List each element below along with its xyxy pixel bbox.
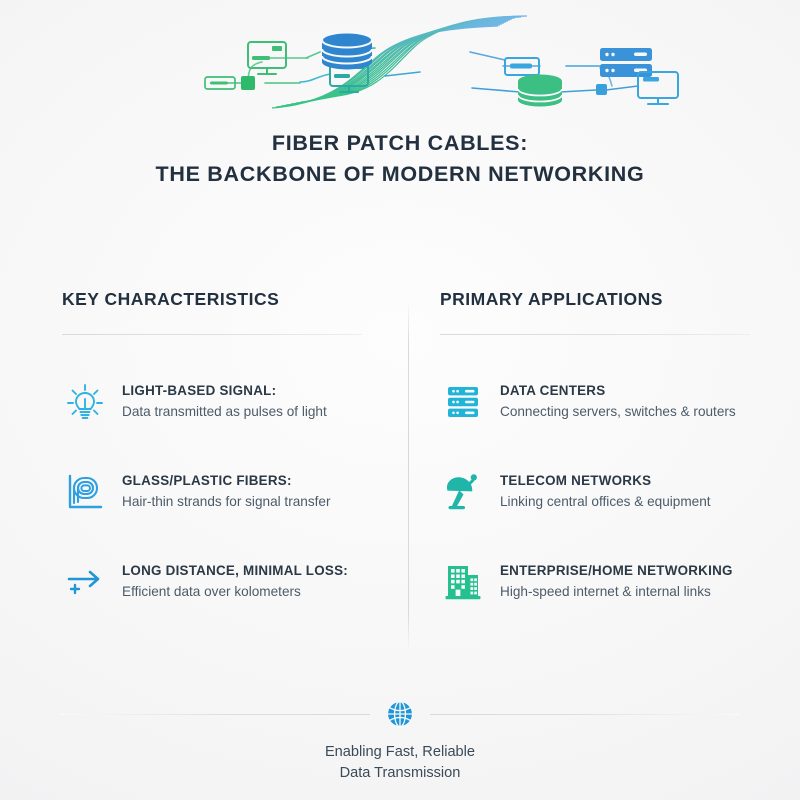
list-item-text: GLASS/PLASTIC FIBERS: Hair-thin strands …	[122, 469, 331, 512]
list-item-desc: Hair-thin strands for signal transfer	[122, 494, 331, 509]
list-item-title: LIGHT-BASED SIGNAL:	[122, 383, 277, 398]
server-rack-icon	[440, 379, 486, 425]
list-item: TELECOM NETWORKS Linking central offices…	[440, 469, 750, 515]
node-square-icon	[241, 76, 255, 90]
list-item-text: DATA CENTERS Connecting servers, switche…	[500, 379, 736, 422]
list-item-title: ENTERPRISE/HOME NETWORKING	[500, 563, 733, 578]
list-item-desc: Data transmitted as pulses of light	[122, 404, 327, 419]
switch-icon	[504, 57, 540, 76]
footer-rule-right	[430, 714, 740, 715]
footer-line-2: Data Transmission	[339, 765, 461, 781]
list-item-desc: Connecting servers, switches & routers	[500, 404, 736, 419]
column-heading: PRIMARY APPLICATIONS	[440, 289, 663, 309]
list-item-text: ENTERPRISE/HOME NETWORKING High-speed in…	[500, 559, 733, 602]
footer-rule-left	[60, 714, 370, 715]
device-bar-icon	[204, 76, 236, 90]
title-line-2: THE BACKBONE OF MODERN NETWORKING	[155, 162, 645, 186]
page-title: FIBER PATCH CABLES: THE BACKBONE OF MODE…	[0, 128, 800, 190]
node-dot-icon	[596, 84, 607, 95]
heading-rule	[440, 334, 750, 335]
globe-icon	[378, 692, 422, 736]
footer-divider	[0, 692, 800, 740]
database-icon	[517, 74, 563, 107]
office-building-icon	[440, 559, 486, 605]
content-columns: KEY CHARACTERISTICS	[0, 288, 800, 658]
list-item-desc: Efficient data over kolometers	[122, 584, 301, 599]
list-item-title: TELECOM NETWORKS	[500, 473, 652, 488]
list-item: DATA CENTERS Connecting servers, switche…	[440, 379, 750, 425]
list-item-title: LONG DISTANCE, MINIMAL LOSS:	[122, 563, 348, 578]
list-item: GLASS/PLASTIC FIBERS: Hair-thin strands …	[62, 469, 362, 515]
list-item-title: DATA CENTERS	[500, 383, 606, 398]
list-item-text: LONG DISTANCE, MINIMAL LOSS: Efficient d…	[122, 559, 348, 602]
monitor-icon	[247, 41, 287, 75]
list-item-text: LIGHT-BASED SIGNAL: Data transmitted as …	[122, 379, 327, 422]
long-arrow-plus-icon	[62, 559, 108, 605]
column-primary-applications: PRIMARY APPLICATIONS	[440, 288, 750, 605]
list-item: ENTERPRISE/HOME NETWORKING High-speed in…	[440, 559, 750, 605]
fiber-coil-icon	[62, 469, 108, 515]
list-item-desc: Linking central offices & equipment	[500, 494, 711, 509]
title-line-1: FIBER PATCH CABLES:	[271, 131, 529, 155]
column-divider	[408, 302, 409, 654]
heading-rule	[62, 334, 362, 335]
satellite-dish-icon	[440, 469, 486, 515]
list-item: LONG DISTANCE, MINIMAL LOSS: Efficient d…	[62, 559, 362, 605]
footer: Enabling Fast, Reliable Data Transmissio…	[0, 692, 800, 784]
list-item-text: TELECOM NETWORKS Linking central offices…	[500, 469, 711, 512]
footer-line-1: Enabling Fast, Reliable	[324, 744, 476, 760]
column-key-characteristics: KEY CHARACTERISTICS	[62, 288, 362, 605]
database-icon	[321, 31, 373, 70]
network-fiber-illustration	[0, 8, 800, 113]
list-item-desc: High-speed internet & internal links	[500, 584, 711, 599]
monitor-icon	[637, 71, 679, 105]
list-item: LIGHT-BASED SIGNAL: Data transmitted as …	[62, 379, 362, 425]
lightbulb-icon	[62, 379, 108, 425]
column-heading: KEY CHARACTERISTICS	[62, 289, 280, 309]
list-item-title: GLASS/PLASTIC FIBERS:	[122, 473, 292, 488]
